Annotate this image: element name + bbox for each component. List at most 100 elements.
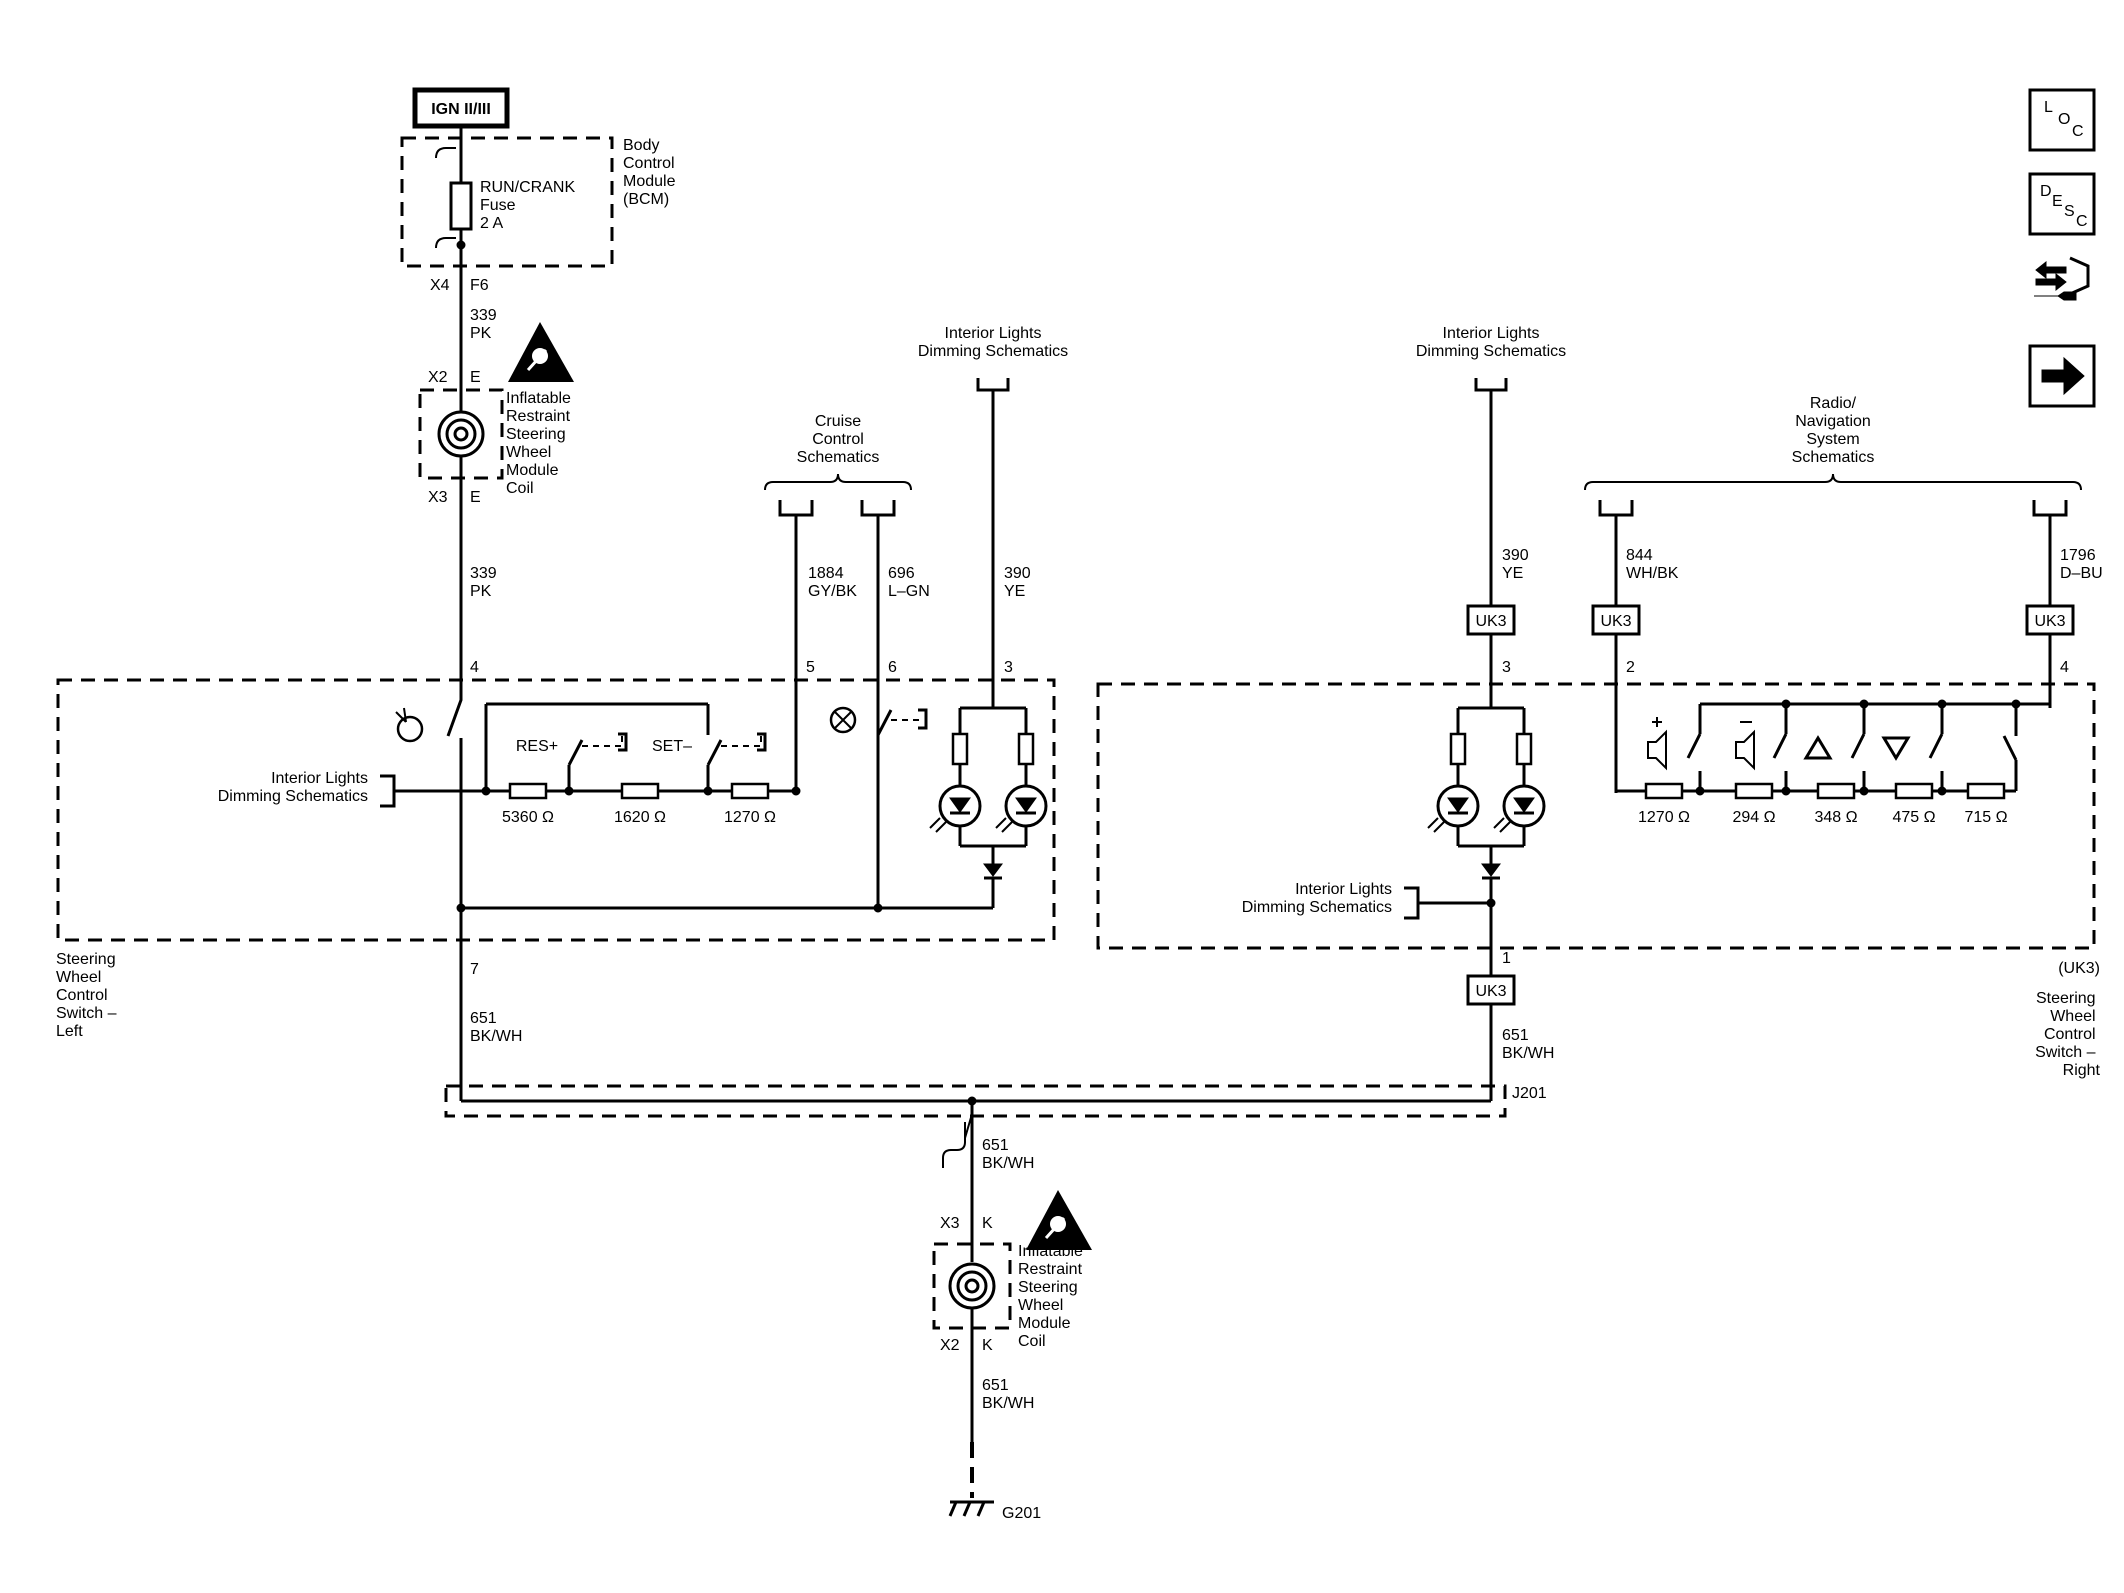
airbag-warning-icon-lower — [1026, 1190, 1092, 1250]
conn-x4: X4 — [430, 277, 450, 294]
bcm-label: Body Control Module (BCM) — [623, 137, 680, 208]
resistor-475-label: 475 Ω — [1892, 809, 1935, 826]
connector-wrench-icon[interactable] — [2034, 256, 2090, 301]
pin-3-left: 3 — [1004, 659, 1013, 676]
svg-text:D: D — [2040, 183, 2052, 200]
switch-left-label: Steering Wheel Control Switch – Left — [56, 951, 121, 1040]
res-plus-label: RES+ — [516, 738, 558, 755]
cruise-switch-icon — [395, 707, 424, 743]
pin-1: 1 — [1502, 950, 1511, 967]
resistor-5360-label: 5360 Ω — [502, 809, 554, 826]
pin-6: 6 — [888, 659, 897, 676]
next-arrow-icon[interactable] — [2028, 344, 2096, 408]
svg-text:C: C — [2076, 213, 2088, 230]
indicator-lamp-icon — [829, 706, 857, 734]
switch-right-label: Steering Wheel Control Switch – Right — [2035, 990, 2100, 1079]
pin-k-upper: K — [982, 1215, 993, 1232]
seek-down-icon — [1881, 736, 1911, 761]
backlight-led-right-group — [1427, 706, 1546, 990]
seek-up-icon — [1803, 735, 1833, 760]
pin-4-right: 4 — [2060, 659, 2069, 676]
uk3-box-390: UK3 — [1466, 604, 1516, 636]
pin-e-upper: E — [470, 369, 481, 386]
svg-text:C: C — [2072, 123, 2084, 140]
pin-5: 5 — [806, 659, 815, 676]
switch-right-option: (UK3) — [2058, 960, 2100, 977]
set-minus-switch — [706, 732, 767, 791]
conn-x3-lower: X3 — [940, 1215, 960, 1232]
coil-label-lower: Inflatable Restraint Steering Wheel Modu… — [1018, 1243, 1087, 1350]
resistor-1620-label: 1620 Ω — [614, 809, 666, 826]
conn-x2-lower: X2 — [940, 1337, 960, 1354]
volume-down-icon — [1735, 721, 1755, 771]
switch-left-box — [56, 678, 1056, 942]
fuse-label: RUN/CRANK Fuse 2 A — [480, 179, 580, 232]
coil-label-upper: Inflatable Restraint Steering Wheel Modu… — [506, 390, 575, 497]
conn-x2-upper: X2 — [428, 369, 448, 386]
resistor-5360 — [508, 782, 548, 800]
pin-k-lower: K — [982, 1337, 993, 1354]
pin-7: 7 — [470, 961, 479, 978]
svg-text:UK3: UK3 — [1475, 983, 1506, 1000]
resistor-1620 — [620, 782, 660, 800]
bcm-box: Body Control Module (BCM) RUN/CRANK Fuse… — [400, 136, 680, 268]
wire-339-lower: 339 PK — [470, 565, 501, 600]
resistor-294-label: 294 Ω — [1732, 809, 1775, 826]
pin-f6: F6 — [470, 277, 489, 294]
cruise-onoff-switch — [876, 708, 928, 736]
uk3-box-651: UK3 — [1466, 974, 1516, 1006]
svg-text:UK3: UK3 — [1475, 613, 1506, 630]
airbag-warning-icon — [508, 322, 574, 382]
pin-4-left: 4 — [470, 659, 479, 676]
wire-339-upper: 339 PK — [470, 307, 501, 342]
clockspring-coil-lower — [932, 1214, 1012, 1340]
svg-text:S: S — [2064, 203, 2075, 220]
resistor-1270-left — [730, 782, 770, 800]
resistor-715-label: 715 Ω — [1964, 809, 2007, 826]
ground-icon — [948, 1500, 994, 1517]
splice-j201: J201 — [444, 1084, 1547, 1118]
pin-e-lower: E — [470, 489, 481, 506]
pin-2: 2 — [1626, 659, 1635, 676]
res-plus-switch — [567, 732, 628, 791]
pin-3-right: 3 — [1502, 659, 1511, 676]
svg-text:L: L — [2044, 99, 2053, 116]
set-minus-label: SET– — [652, 738, 692, 755]
svg-text:UK3: UK3 — [2034, 613, 2065, 630]
clockspring-coil-upper — [418, 388, 504, 480]
uk3-box-844: UK3 — [1591, 604, 1641, 636]
uk3-box-1796: UK3 — [2025, 604, 2075, 636]
svg-text:E: E — [2052, 193, 2063, 210]
right-resistor-ladder — [1616, 699, 2050, 800]
resistor-1270-left-label: 1270 Ω — [724, 809, 776, 826]
ground-g201: G201 — [1002, 1505, 1041, 1522]
loc-icon[interactable]: LOC — [2028, 88, 2096, 152]
conn-x3-upper: X3 — [428, 489, 448, 506]
svg-text:J201: J201 — [1512, 1085, 1547, 1102]
svg-text:UK3: UK3 — [1600, 613, 1631, 630]
